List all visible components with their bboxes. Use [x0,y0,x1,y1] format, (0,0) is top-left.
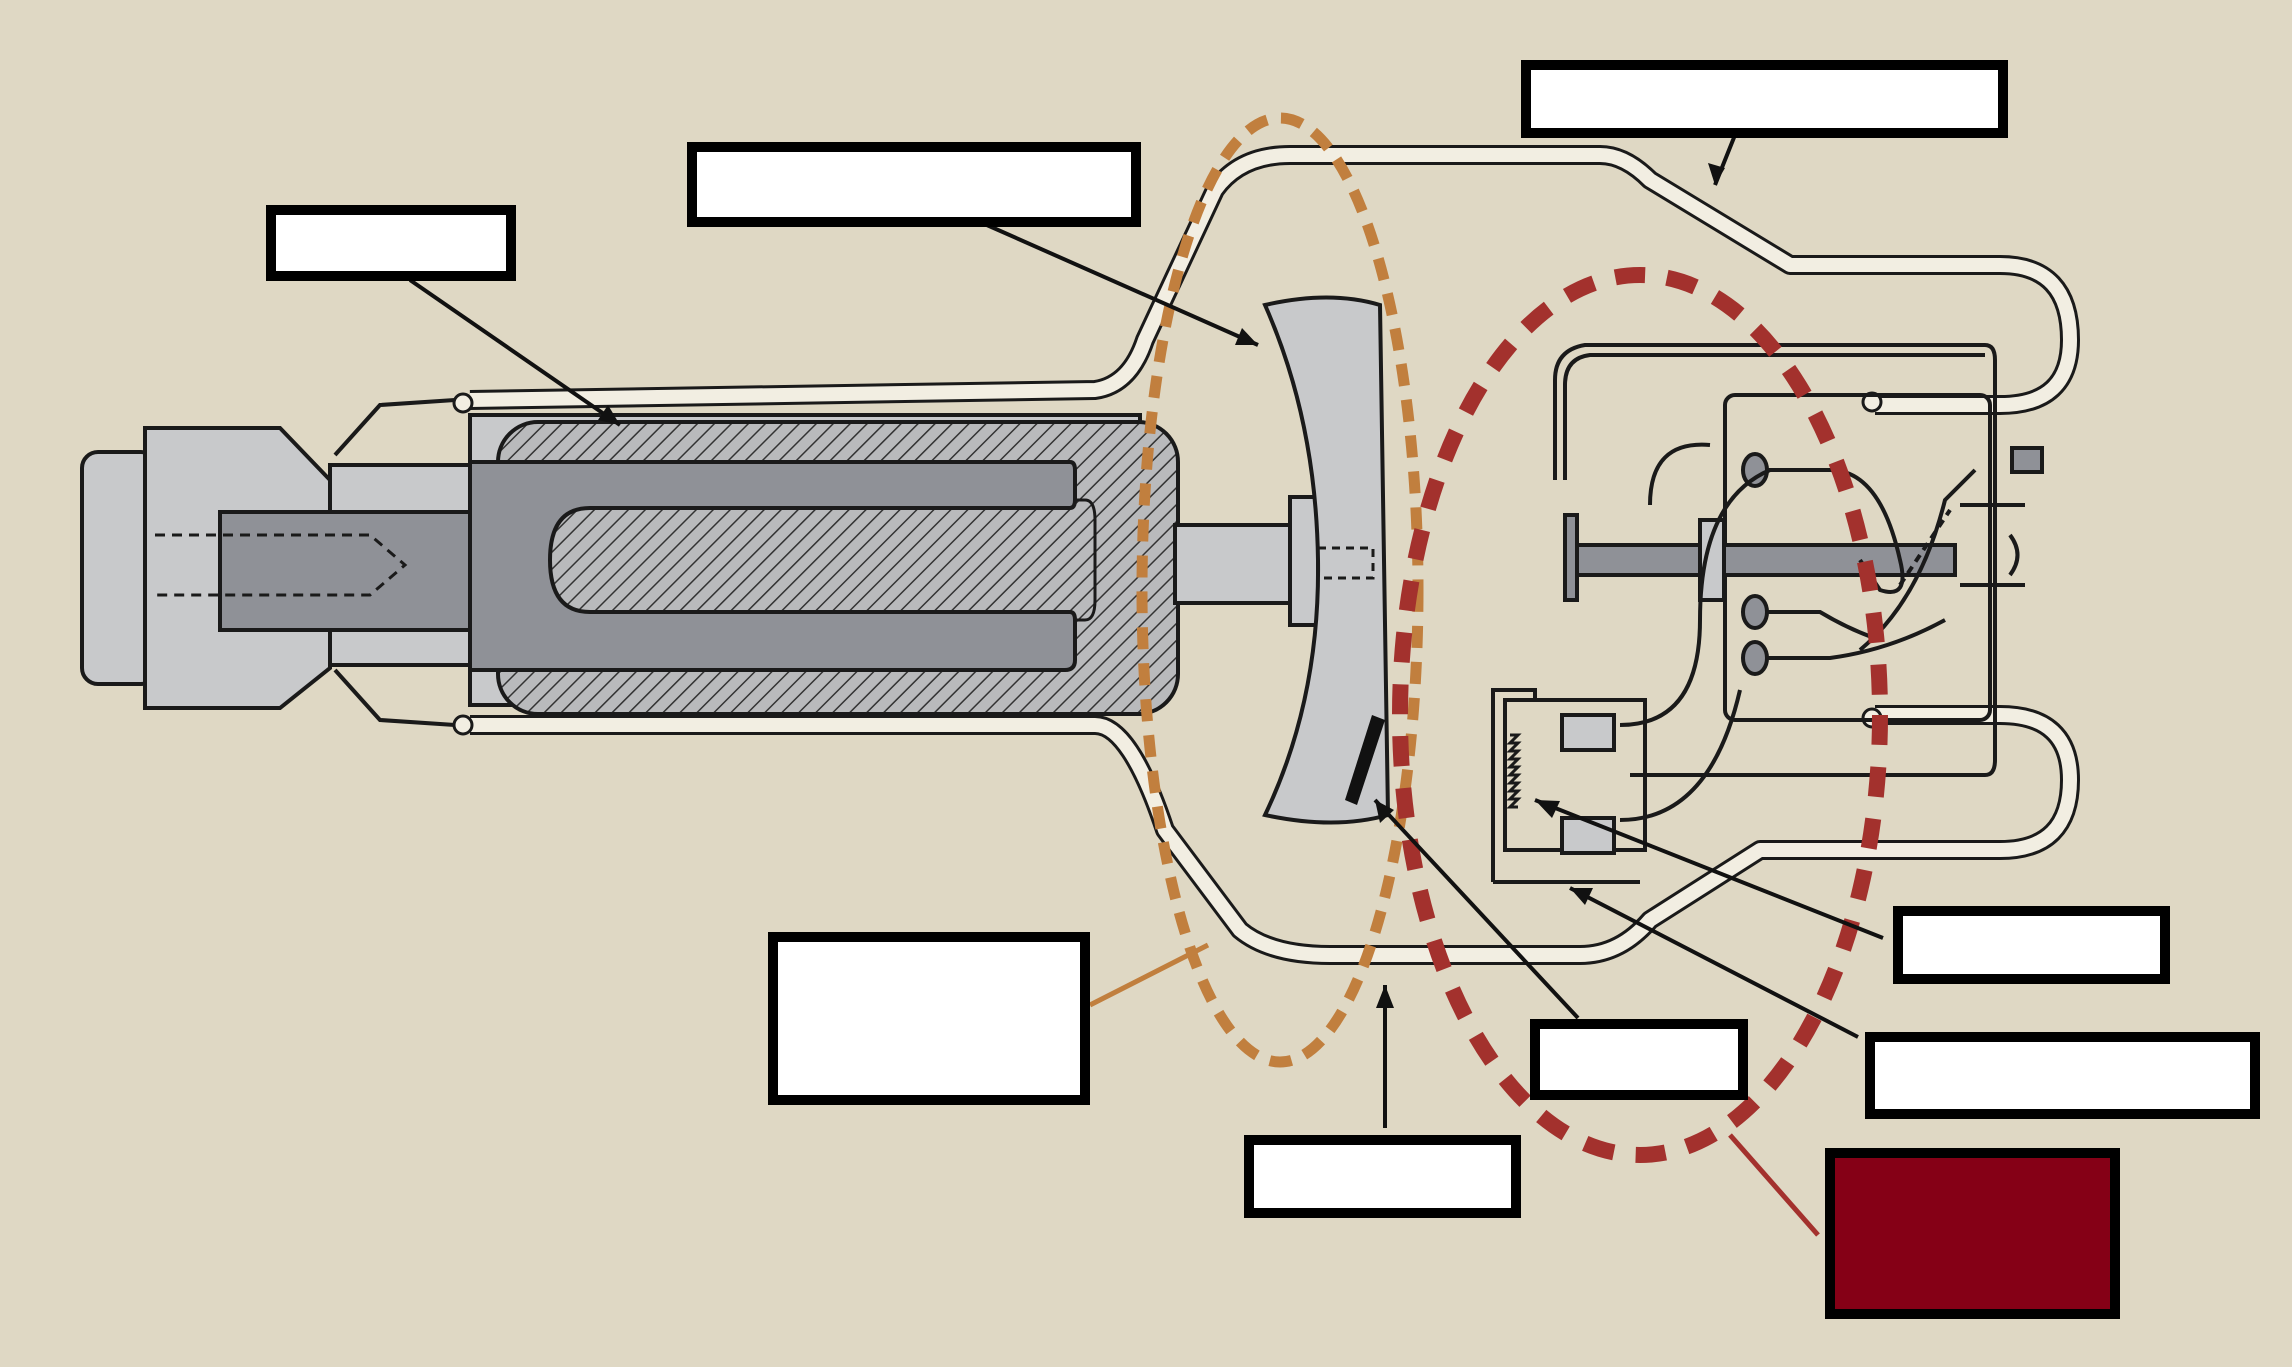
anode-target [1345,715,1385,805]
label-box-glass-envelope[interactable] [1521,60,2008,138]
leader-arrowheads [598,163,1725,1008]
anode-group-outline [1136,112,1424,1068]
filament-clamp-bottom [1560,816,1616,855]
focusing-cup [1491,688,1640,884]
cathode-group-outline [1392,267,1888,1163]
rotor-core [468,460,1077,672]
cathode-group-leader [1728,1133,1820,1237]
filament-clamp-top [1560,713,1616,752]
label-box-anode-group[interactable] [768,932,1090,1105]
leader-lines [408,134,1884,1128]
cathode-shaft [1573,543,1957,577]
label-box-window[interactable] [1244,1135,1521,1218]
anode-assembly [80,295,1391,825]
label-box-filament[interactable] [1893,906,2170,984]
label-box-rotor-windings[interactable] [266,205,516,281]
glass-envelope [452,145,2080,965]
anode-disc [1262,295,1391,825]
filament-coil [1506,733,1522,809]
label-boxes [266,60,2260,1319]
label-box-target[interactable] [1530,1019,1748,1100]
anode-group-leader [1088,942,1210,1008]
label-box-anode-disc[interactable] [687,142,1141,227]
cathode-assembly [1491,343,2044,884]
label-box-focusing-cup[interactable] [1865,1032,2260,1119]
label-box-cathode-group[interactable] [1825,1148,2120,1319]
